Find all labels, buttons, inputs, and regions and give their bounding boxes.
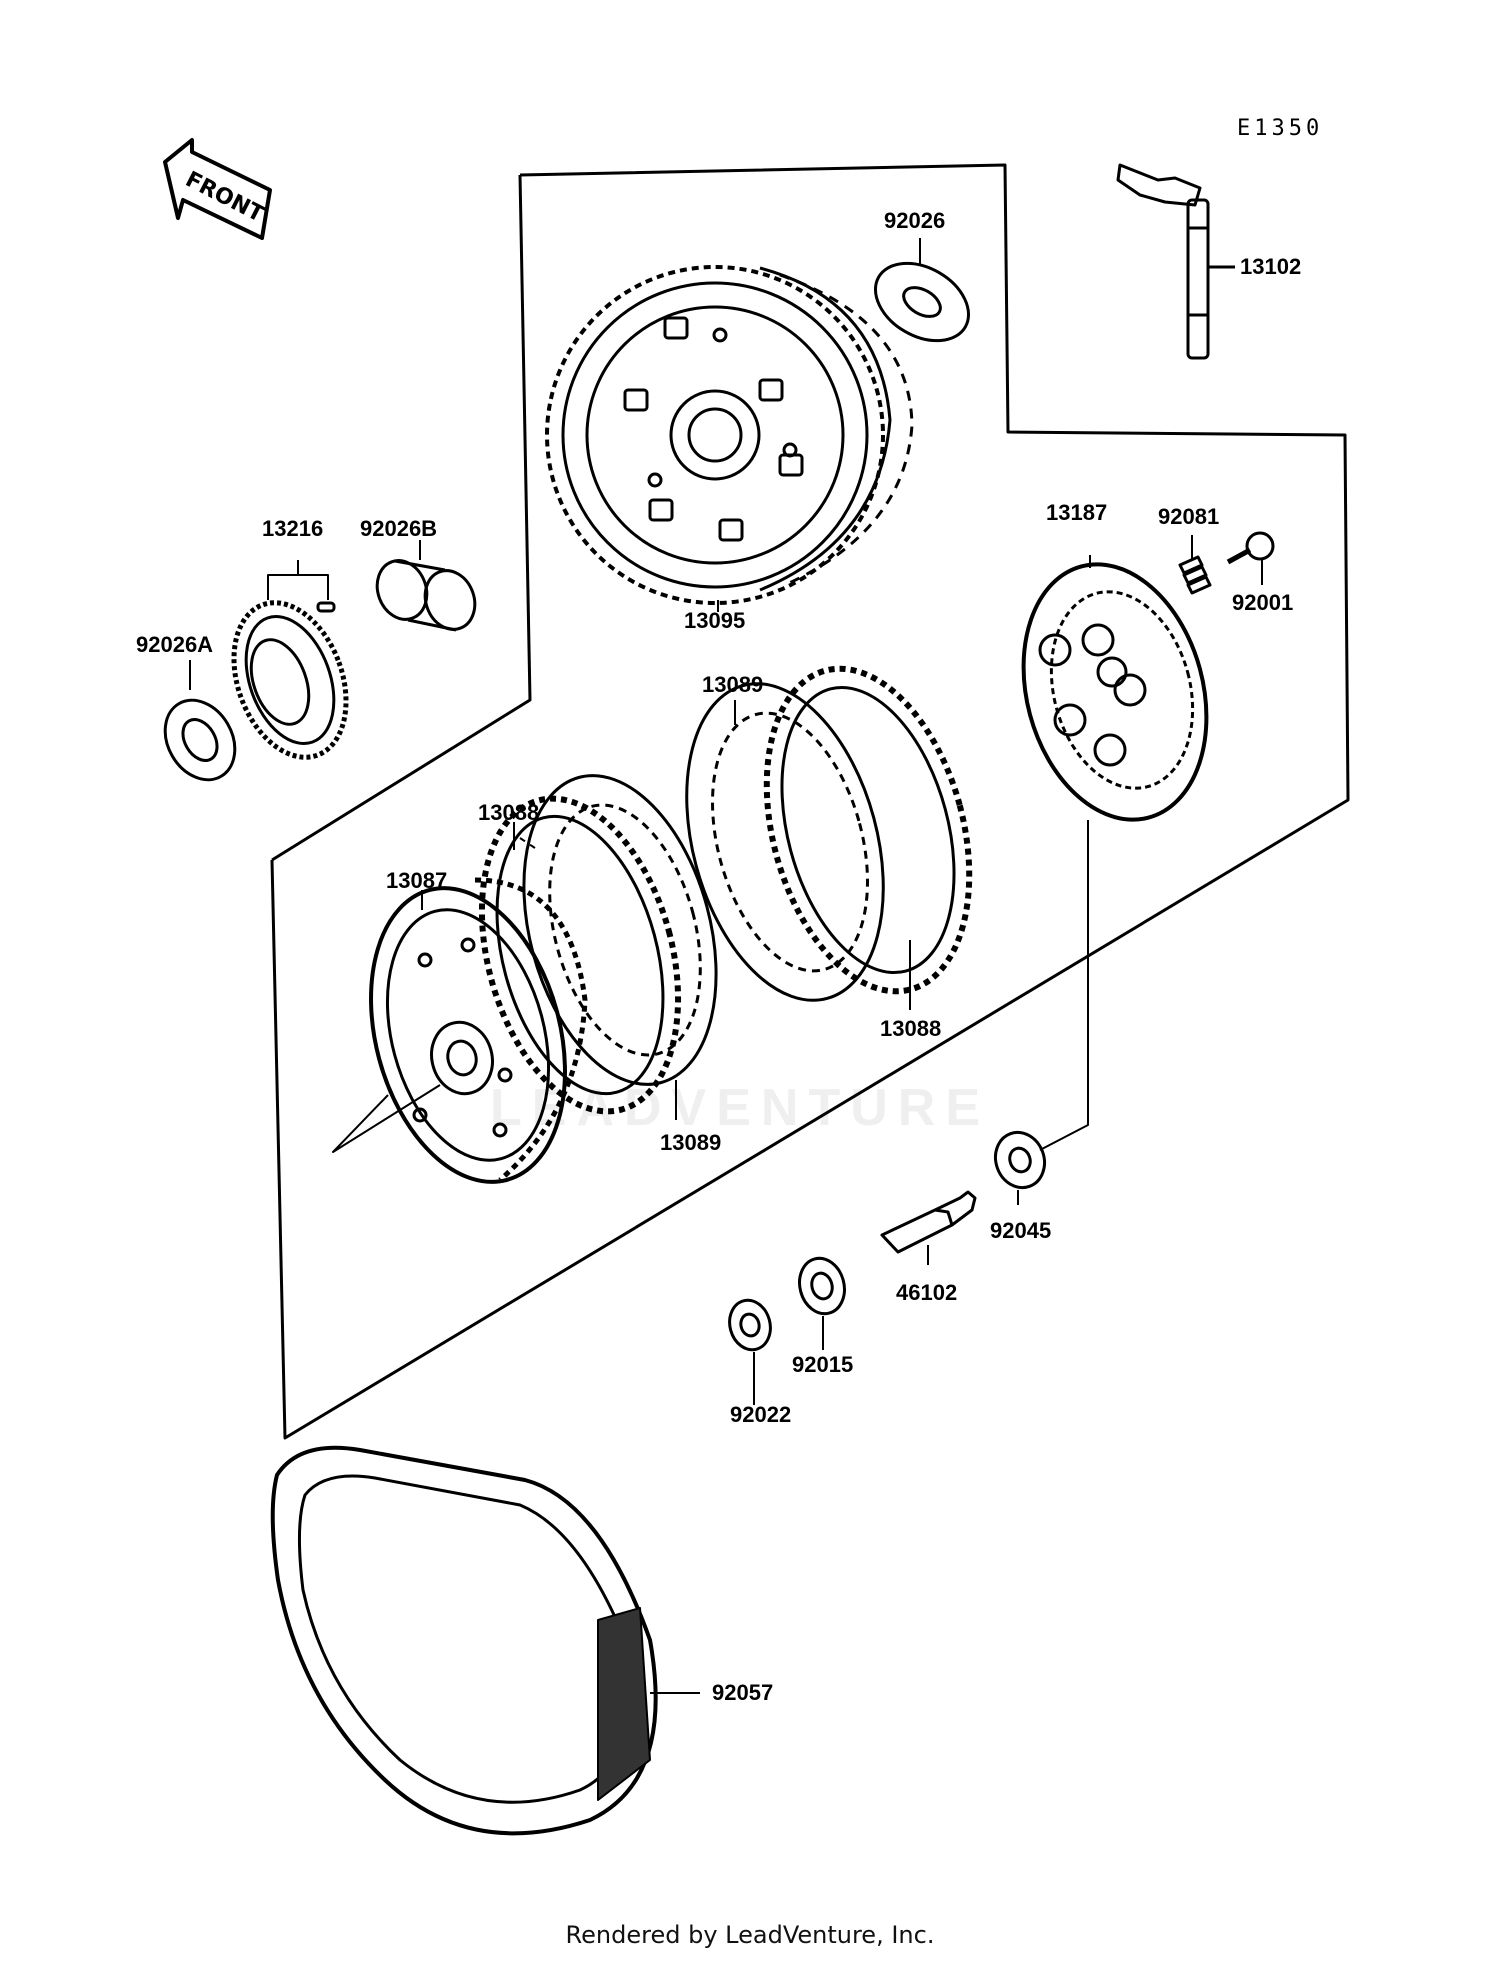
watermark: LEADVENTURE bbox=[490, 1079, 991, 1137]
part-label-92026B: 92026B bbox=[360, 516, 438, 541]
part-label-13102: 13102 bbox=[1240, 254, 1302, 279]
push-lever-13102 bbox=[1116, 163, 1235, 360]
part-label-13087: 13087 bbox=[386, 868, 448, 893]
part-label-92045: 92045 bbox=[990, 1218, 1052, 1243]
part-label-46102: 46102 bbox=[896, 1280, 958, 1305]
primary-chain-92057 bbox=[270, 1445, 700, 1836]
assembly-boundary bbox=[270, 163, 1350, 1440]
part-label-13216: 13216 bbox=[262, 516, 324, 541]
footer-credit: Rendered by LeadVenture, Inc. bbox=[565, 1921, 935, 1949]
front-arrow-icon: FRONT bbox=[163, 138, 272, 240]
part-label-13095: 13095 bbox=[684, 608, 746, 633]
collar-92026B bbox=[375, 540, 477, 632]
part-label-13088-left: 13088 bbox=[478, 800, 540, 825]
washer-92026A bbox=[163, 660, 237, 782]
part-label-92001: 92001 bbox=[1232, 590, 1294, 615]
spring-92081 bbox=[1178, 535, 1212, 595]
part-label-92026A: 92026A bbox=[136, 632, 214, 657]
part-label-92081: 92081 bbox=[1158, 504, 1220, 529]
nut-92015 bbox=[798, 1256, 846, 1350]
push-rod-46102 bbox=[880, 1190, 977, 1265]
part-label-92026: 92026 bbox=[884, 208, 946, 233]
part-label-13089-lower: 13089 bbox=[660, 1130, 722, 1155]
part-label-92057: 92057 bbox=[712, 1680, 774, 1705]
part-label-92022: 92022 bbox=[730, 1402, 792, 1427]
part-label-13088-right: 13088 bbox=[880, 1016, 942, 1041]
friction-plate-13088-right bbox=[763, 665, 973, 1010]
gear-13216 bbox=[231, 560, 349, 760]
part-label-13187: 13187 bbox=[1046, 500, 1108, 525]
clutch-hub-13087 bbox=[332, 877, 588, 1184]
washer-92022 bbox=[728, 1298, 772, 1405]
friction-plate-13088-left bbox=[478, 795, 682, 1115]
clutch-housing-13095 bbox=[545, 265, 914, 612]
bearing-92045 bbox=[993, 820, 1089, 1205]
pressure-plate-13187 bbox=[1021, 555, 1209, 822]
part-label-13089-upper: 13089 bbox=[702, 672, 764, 697]
washer-92026 bbox=[873, 238, 971, 343]
steel-plate-13089-upper bbox=[685, 682, 885, 1002]
bolt-92001 bbox=[1226, 531, 1275, 585]
diagram-code: E1350 bbox=[1237, 116, 1324, 141]
part-label-92015: 92015 bbox=[792, 1352, 854, 1377]
